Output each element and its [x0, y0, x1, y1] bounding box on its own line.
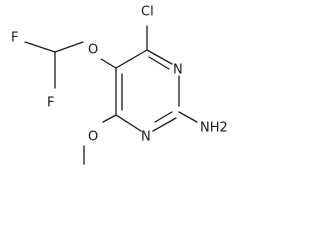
- nitrogen-ring-bottom-label: N: [141, 130, 151, 145]
- bonds: [24, 25, 198, 165]
- chlorine-label: Cl: [141, 5, 154, 20]
- atom-labels: Cl N N NH2 O O F F: [11, 5, 228, 145]
- amine-label: NH2: [200, 121, 228, 136]
- bond-c6-n1: [146, 49, 173, 65]
- bond-c2-n3: [152, 117, 177, 132]
- bond-c6-n1-double: [148, 56, 170, 70]
- bond-c6-c5: [115, 49, 148, 69]
- fluorine-bottom-label: F: [47, 96, 54, 111]
- nitrogen-ring-top-label: N: [173, 63, 183, 78]
- bond-o-chf2: [54, 41, 84, 53]
- oxygen-methoxy-label: O: [88, 130, 98, 145]
- bond-c2-n3-double: [154, 111, 173, 123]
- bond-n3-c4: [115, 114, 142, 132]
- oxygen-ether-label: O: [88, 43, 98, 58]
- bond-c2-nh2: [178, 111, 198, 123]
- chemical-structure: Cl N N NH2 O O F F: [11, 5, 228, 165]
- bond-c4-o-methoxy: [102, 114, 117, 123]
- bond-c5-o: [100, 58, 117, 69]
- bond-chf2-f-top: [24, 41, 56, 53]
- fluorine-top-label: F: [11, 31, 18, 46]
